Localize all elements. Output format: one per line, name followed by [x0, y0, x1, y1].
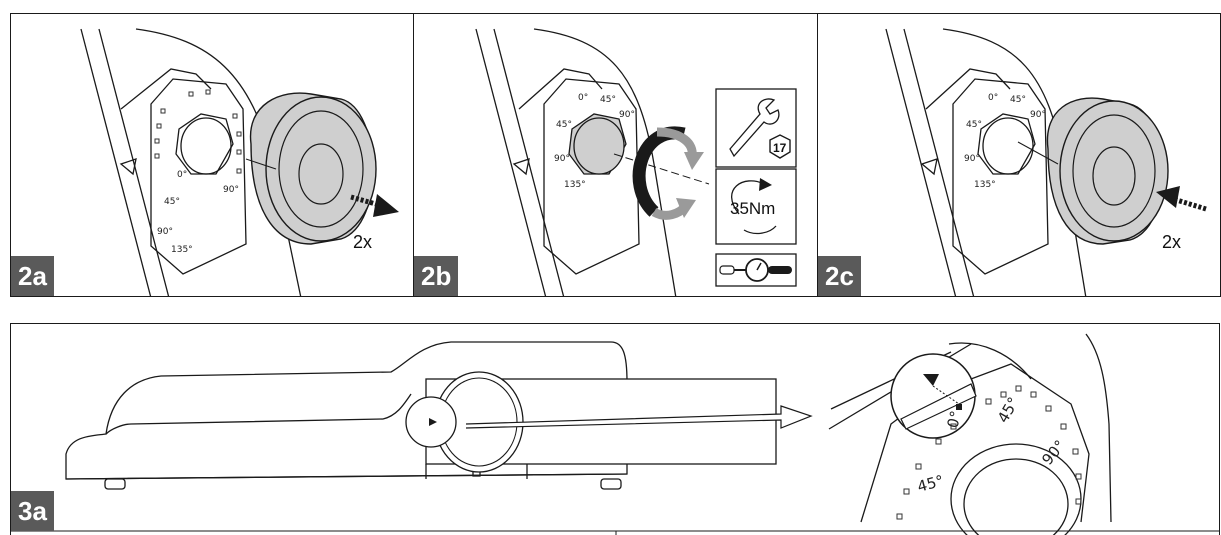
push-arrow [1156, 186, 1207, 212]
repeat-count: 2x [1162, 232, 1182, 252]
scale-mark-zero: 0° [578, 93, 588, 103]
alignment-marker-icon [923, 374, 939, 386]
scale-zoom-detail [828, 333, 1112, 535]
illustration-knob-removal: 0° 45° 90° 90° 135° [80, 28, 399, 296]
scale-mark-90: 90° [1030, 110, 1046, 120]
zoom-arrow [465, 405, 813, 429]
scale-mark-45: 45° [600, 95, 616, 105]
knob-cap [1046, 97, 1169, 245]
hex-nut [568, 113, 627, 175]
scale-mark-45-b: 45° [915, 472, 945, 496]
rotation-arrow [632, 126, 704, 220]
step-label: 2c [818, 256, 861, 296]
scale-mark-zero: 0° [177, 170, 187, 180]
panel-step-2b: 0° 45° 90° 45° 90° 135° [413, 13, 818, 297]
pull-arrow [350, 194, 399, 217]
panel-step-2a: 0° 45° 90° 90° 135° 2x 2a [10, 13, 414, 297]
scale-mark-90-b: 90° [964, 154, 980, 164]
repeat-count: 2x [353, 232, 373, 252]
scale-mark-90: 90° [223, 185, 239, 195]
wrench-size: 17 [773, 141, 787, 155]
wrench-icon [729, 98, 780, 158]
illustration-nut-tightening: 0° 45° 90° 45° 90° 135° [475, 28, 797, 296]
scale-mark-90-b: 90° [157, 227, 173, 237]
torque-value: 35Nm [730, 199, 776, 218]
scale-mark-45: 45° [164, 197, 180, 207]
scale-mark-90: 90° [619, 110, 635, 120]
scale-mark-90-b: 90° [554, 154, 570, 164]
knob-cap [249, 92, 377, 245]
step-label: 2a [11, 256, 54, 296]
scale-mark-45-b: 45° [966, 120, 982, 130]
illustration-scale-alignment: 0° 45° 90° 45° [11, 333, 1219, 535]
scale-mark-45-b: 45° [556, 120, 572, 130]
panel-step-3a: 0° 45° 90° 45° 3a [10, 323, 1220, 535]
panel-step-2c: 0° 45° 90° 45° 90° 135° 2x 2c [817, 13, 1221, 297]
hexagon-size-icon [769, 134, 791, 159]
scale-mark-zero: 0° [988, 93, 998, 103]
step-label: 3a [11, 491, 54, 531]
scale-mark-135: 135° [564, 180, 586, 190]
torque-rotation-icon [731, 180, 765, 215]
illustration-knob-refit: 0° 45° 90° 45° 90° 135° [885, 28, 1207, 296]
scale-mark-45: 45° [1010, 95, 1026, 105]
scale-mark-135: 135° [171, 245, 193, 255]
torque-wrench-icon [719, 258, 792, 282]
step-label: 2b [414, 256, 459, 296]
scale-mark-135: 135° [974, 180, 996, 190]
scale-mark-zero: 0° [943, 409, 965, 430]
scale-mark-45: 45° [994, 394, 1023, 426]
scale-mark-90: 90° [1038, 437, 1069, 469]
